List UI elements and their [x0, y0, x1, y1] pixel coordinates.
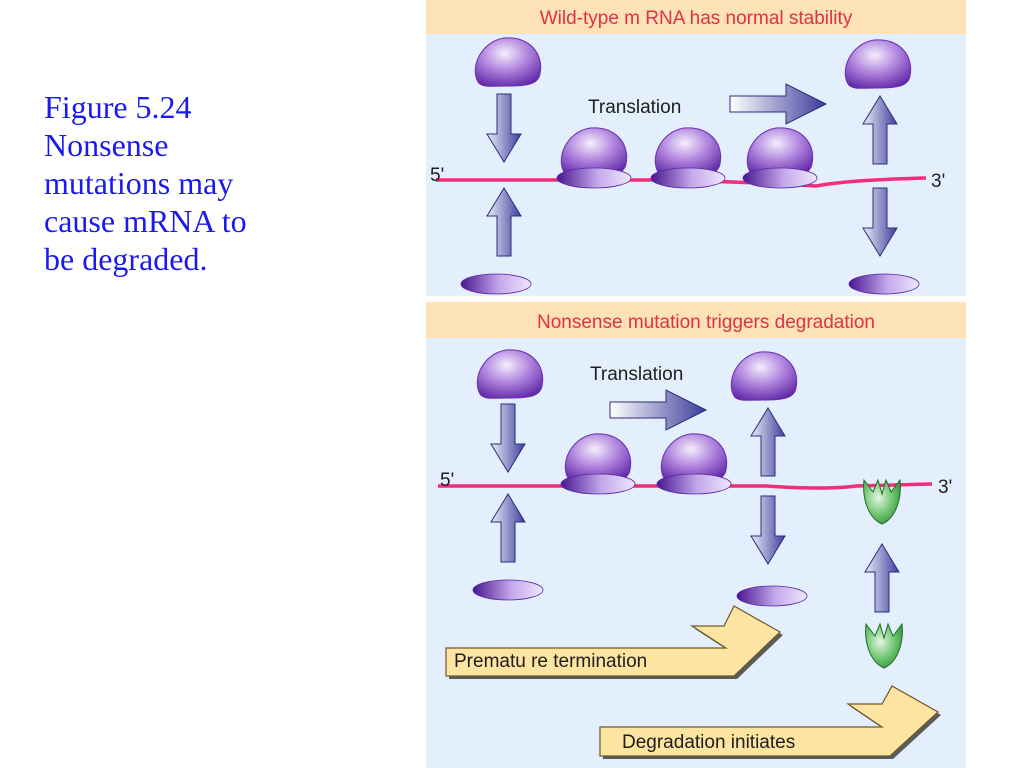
premature-termination-callout: Prematu re termination	[445, 605, 783, 679]
bottom-free-small-subunit	[472, 579, 544, 601]
top-panel: Wild-type m RNA has normal stability Tra…	[426, 0, 966, 296]
bottom-panel-title: Nonsense mutation triggers degradation	[537, 312, 875, 333]
top-five-prime-label: 5'	[430, 165, 444, 186]
top-three-prime-label: 3'	[931, 171, 945, 192]
top-panel-title: Wild-type m RNA has normal stability	[540, 8, 853, 29]
bottom-panel: Nonsense mutation triggers degradation T…	[426, 302, 966, 768]
top-panel-banner	[426, 0, 966, 34]
bottom-three-prime-label: 3'	[938, 477, 952, 498]
top-translation-label: Translation	[588, 97, 681, 118]
bottom-panel-banner	[426, 302, 966, 338]
bottom-translation-label: Translation	[590, 364, 683, 385]
figure-caption: Figure 5.24 Nonsense mutations may cause…	[44, 89, 247, 277]
bottom-mrna-strand	[438, 482, 933, 490]
degradation-initiates-label: Degradation initiates	[622, 732, 795, 753]
mrna-stability-diagram: Wild-type m RNA has normal stability Tra…	[426, 0, 966, 768]
bottom-released-small-subunit	[736, 585, 808, 607]
premature-termination-label: Prematu re termination	[454, 651, 647, 672]
top-released-small-subunit	[848, 273, 920, 295]
bottom-five-prime-label: 5'	[440, 470, 454, 491]
top-free-small-subunit	[460, 273, 532, 295]
degradation-initiates-callout: Degradation initiates	[599, 685, 941, 759]
